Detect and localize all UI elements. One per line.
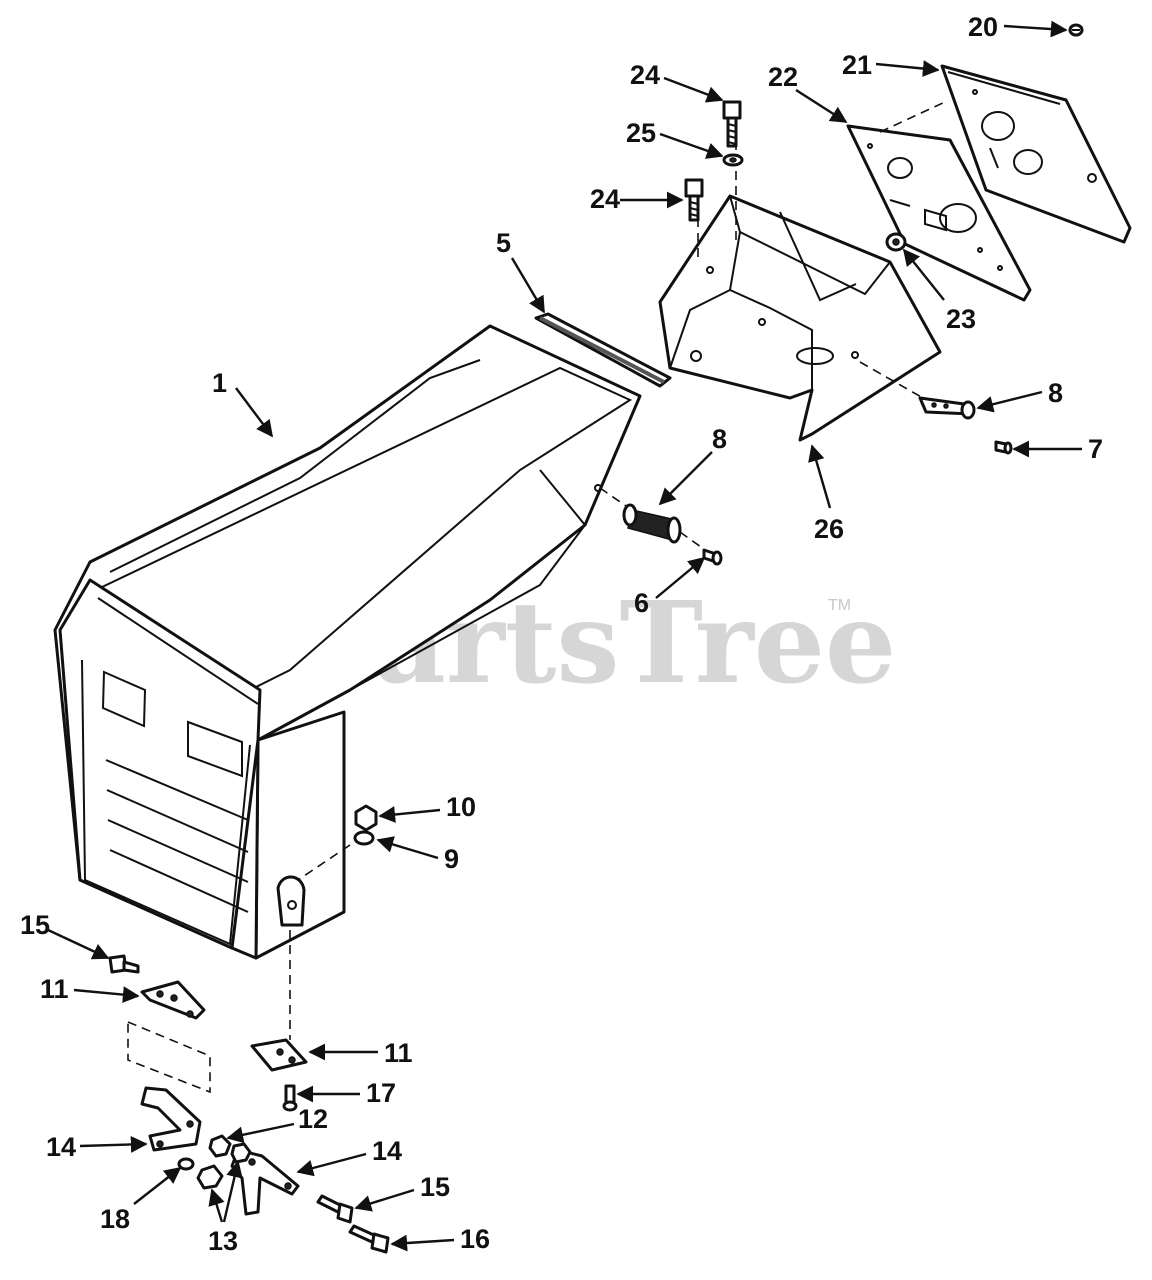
callout-9: 9	[444, 844, 459, 874]
leader-5	[510, 257, 546, 314]
bolt-15-upper	[108, 954, 140, 974]
callout-24-lower: 24	[590, 184, 620, 214]
nut-10	[354, 804, 378, 832]
leader-13b	[208, 1188, 225, 1223]
screw-20	[1068, 23, 1084, 37]
nut-13b	[196, 1164, 224, 1190]
leader-12	[226, 1122, 295, 1144]
spring-latch	[599, 487, 709, 553]
leader-16	[390, 1234, 455, 1252]
bolt-15-lower	[316, 1194, 354, 1224]
callout-25: 25	[626, 118, 656, 148]
pin	[994, 440, 1013, 455]
nut-12	[208, 1134, 232, 1158]
washer-18	[177, 1157, 195, 1171]
leader-14-right	[296, 1152, 367, 1177]
leader-26	[808, 444, 832, 509]
callout-16: 16	[460, 1224, 490, 1254]
leader-9	[376, 836, 439, 860]
grommet	[885, 232, 907, 252]
leader-10	[378, 806, 441, 823]
hinge-arm-left	[140, 1086, 202, 1152]
washer-25	[722, 153, 744, 167]
callout-18: 18	[100, 1204, 130, 1234]
nut-13a	[230, 1142, 252, 1164]
trademark: TM	[828, 597, 851, 614]
bolt-24-lower	[684, 178, 704, 222]
callout-22: 22	[768, 62, 798, 92]
leader-25	[659, 132, 724, 159]
callout-15-lower: 15	[420, 1172, 450, 1202]
inner-panel	[846, 124, 1032, 302]
leader-21	[875, 60, 940, 77]
seal-strip	[534, 312, 672, 388]
hinge-plate-right	[250, 1038, 308, 1072]
callout-11-left: 11	[40, 974, 69, 1004]
callout-15-upper: 15	[20, 910, 50, 940]
leader-23	[902, 248, 945, 301]
callout-10: 10	[446, 792, 476, 822]
callout-13: 13	[208, 1226, 238, 1256]
leader-18	[133, 1166, 182, 1205]
callout-8-upper: 8	[1048, 378, 1063, 408]
leader-8-upper	[976, 390, 1043, 413]
callout-1: 1	[212, 368, 227, 398]
hood	[53, 324, 642, 960]
leader-11-left	[73, 986, 140, 1003]
hinge-plate-left	[127, 980, 211, 1094]
leader-6	[655, 556, 706, 599]
leader-24-upper	[663, 76, 724, 103]
callout-24-upper: 24	[630, 60, 660, 90]
latch	[918, 396, 976, 420]
callout-5: 5	[496, 228, 511, 258]
clevis-pin	[702, 548, 723, 566]
callout-12: 12	[298, 1104, 328, 1134]
leader-14-left	[79, 1136, 148, 1153]
leader-13a	[222, 1160, 243, 1223]
bolt-16	[348, 1224, 390, 1254]
callout-23: 23	[946, 304, 976, 334]
screw-17	[282, 1084, 298, 1112]
callout-21: 21	[842, 50, 872, 80]
callout-14-left: 14	[46, 1132, 76, 1162]
leader-8-lower	[658, 451, 713, 506]
callout-20: 20	[968, 12, 998, 42]
leader-20	[1003, 20, 1068, 38]
leader-15-lower	[354, 1188, 415, 1212]
outer-panel	[879, 64, 1132, 244]
bolt-24-upper	[722, 100, 742, 148]
leader-22	[795, 88, 848, 124]
dash-bracket	[658, 135, 942, 442]
callout-17: 17	[366, 1078, 396, 1108]
callouts: 1 5 6 7 8 8 9 10 11 11 12 13 14 14 15 15	[20, 12, 1103, 1256]
callout-7: 7	[1088, 434, 1103, 464]
callout-6: 6	[634, 588, 649, 618]
leader-15-upper	[47, 928, 110, 960]
callout-26: 26	[814, 514, 844, 544]
callout-14-right: 14	[372, 1136, 402, 1166]
leader-1	[235, 387, 274, 438]
callout-8-lower: 8	[712, 424, 727, 454]
callout-11-right: 11	[384, 1038, 413, 1068]
washer-9	[297, 830, 375, 881]
